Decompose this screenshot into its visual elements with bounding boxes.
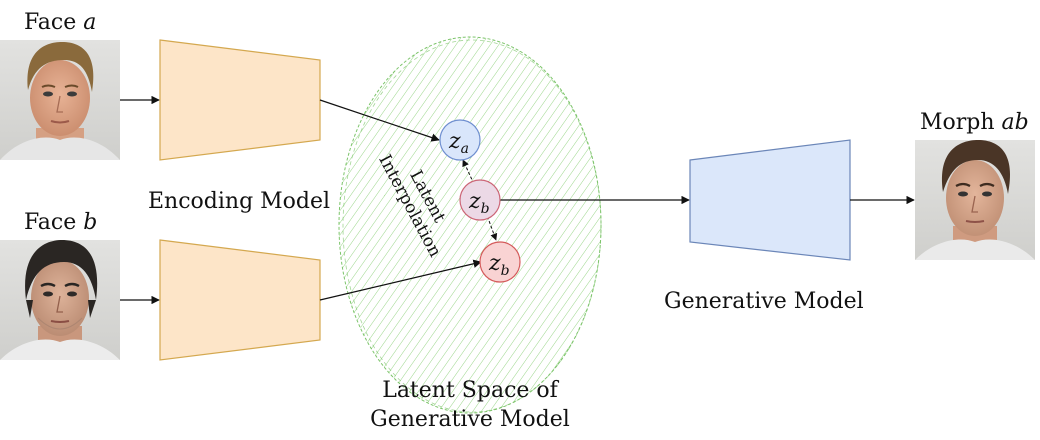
node-z-mix-label: zb: [468, 189, 490, 217]
morphed-face-photo-icon: [915, 140, 1035, 260]
dark-haired-man-face-photo-icon: [0, 240, 120, 360]
face-a-var: a: [83, 10, 97, 35]
face-a-label: Face a: [24, 12, 96, 34]
face-a-prefix: Face: [24, 10, 77, 35]
face-b-var: b: [83, 210, 98, 235]
young-man-face-photo-icon: [0, 40, 120, 160]
latent-space-region: [338, 36, 602, 414]
morph-prefix: Morph: [920, 110, 995, 135]
arrow-encoder-b-to-zb: [319, 259, 482, 301]
encoder-trapezoid-a: [159, 39, 321, 161]
encoder-trapezoid-b: [159, 239, 321, 361]
node-z-b: [479, 241, 521, 283]
node-z-b-label: zb: [488, 251, 510, 279]
encoding-model-label: Encoding Model: [148, 189, 331, 214]
arrow-encoder-a-to-za: [319, 99, 440, 142]
generative-model-label: Generative Model: [664, 289, 864, 314]
latent-space-label-line2: Generative Model: [370, 407, 570, 432]
morph-var: ab: [1001, 110, 1029, 135]
generator-trapezoid: [689, 139, 851, 261]
latent-space-label-line1: Latent Space of: [382, 378, 558, 403]
face-b-prefix: Face: [24, 210, 77, 235]
node-z-mix: [459, 179, 501, 221]
morph-label: Morph ab: [920, 112, 1029, 134]
node-z-a-label: za: [448, 129, 469, 157]
face-b-label: Face b: [24, 212, 97, 234]
node-z-a: [439, 119, 481, 161]
latent-space-label: Latent Space of Generative Model: [370, 380, 570, 431]
